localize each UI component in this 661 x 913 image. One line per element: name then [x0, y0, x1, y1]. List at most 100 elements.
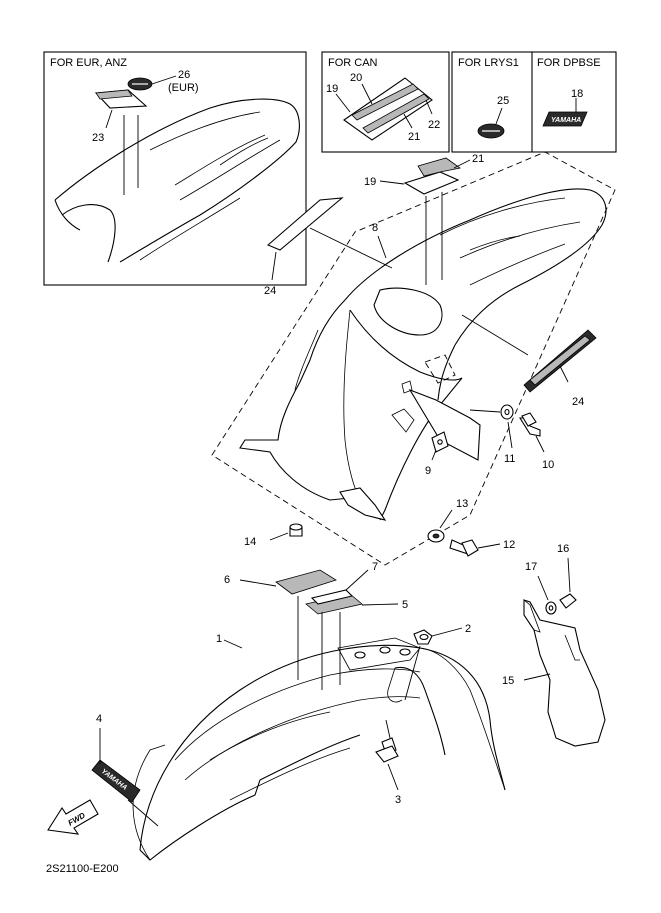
callout-21-can: 21	[408, 131, 420, 143]
can-decal-stripe-1	[351, 83, 419, 121]
callout-5: 5	[402, 599, 408, 611]
callout-18: 18	[571, 88, 583, 100]
front-fender-mount-hole	[387, 667, 403, 703]
front-decal-4-placement	[127, 799, 159, 827]
callout-22: 22	[428, 119, 440, 131]
inset-lrys1-title: FOR LRYS1	[458, 57, 519, 69]
leader-16	[567, 557, 571, 593]
leader-25	[495, 107, 503, 125]
leader-14	[269, 532, 289, 541]
callout-23: 23	[92, 132, 104, 144]
rear-fender-ridge-3	[469, 243, 566, 286]
leader-19	[379, 180, 405, 185]
leader-5	[361, 603, 399, 606]
rear-fender-rear-edge	[437, 344, 456, 401]
washer-17-hole	[548, 605, 554, 611]
inset-dpbse-title: FOR DPBSE	[537, 57, 601, 69]
front-fender-top-outline	[139, 644, 506, 851]
inset-can-title: FOR CAN	[328, 57, 378, 69]
nut-2-axis	[404, 645, 421, 701]
leader-17	[537, 575, 549, 601]
front-fender-ridge-3	[209, 711, 331, 761]
callout-19-can: 19	[326, 83, 338, 95]
front-fender-mount-plate	[337, 637, 421, 671]
rear-fender-ridge-4	[469, 235, 521, 251]
callout-11: 11	[504, 453, 515, 465]
leader-11	[507, 421, 513, 449]
front-fender-ridge-4	[229, 747, 351, 801]
front-decal-4	[91, 759, 141, 803]
inset-eur-anz-frame	[43, 51, 307, 286]
front-fender-left-edge	[139, 734, 361, 861]
inset-can: FOR CAN 20 19 21 22	[321, 51, 450, 153]
front-decal-6	[275, 569, 337, 595]
callout-21: 21	[472, 153, 484, 165]
front-fender-assembly: 1 6 7 5 2 3 YAMAHA 4 FWD	[47, 561, 506, 861]
callout-9: 9	[425, 465, 431, 477]
front-fender-nose	[132, 744, 166, 861]
number-plate-15	[523, 599, 606, 747]
bolt-3-head	[375, 745, 399, 763]
leader-1	[223, 639, 243, 649]
washer-11	[500, 404, 514, 420]
callout-20: 20	[350, 72, 362, 84]
eur-fender-ridge-5	[139, 197, 241, 261]
rear-fender-mount-plate	[408, 388, 481, 461]
eur-fender-outline	[54, 98, 300, 263]
rear-fender-inner-top	[349, 309, 463, 381]
dpbse-decal-18	[542, 111, 588, 127]
front-fender-inner-curve	[394, 666, 446, 756]
front-fender-bolt-hole-2	[379, 646, 391, 654]
leader-24-left	[271, 251, 277, 281]
leader-2	[431, 627, 463, 637]
callout-15: 15	[502, 675, 514, 687]
callout-6: 6	[224, 574, 230, 586]
callout-14: 14	[244, 536, 256, 548]
callout-24-left: 24	[264, 285, 276, 297]
callout-8: 8	[372, 222, 378, 234]
leader-3	[387, 763, 399, 791]
side-decal-24-left	[266, 197, 344, 251]
callout-10: 10	[542, 459, 554, 471]
leader-12	[477, 543, 501, 549]
clip-9	[431, 431, 449, 453]
leader-21	[453, 159, 471, 169]
eur-fender-ridge-4	[219, 137, 269, 166]
rear-fender-side-ridge	[294, 329, 319, 391]
screw-16	[559, 593, 577, 609]
diagram-code: 2S21100-E200	[46, 863, 119, 875]
front-fender-bolt-hole-1	[354, 651, 366, 659]
leader-6	[239, 579, 277, 587]
inset-lrys1-dpbse-frame	[451, 51, 617, 153]
callout-19: 19	[364, 176, 376, 188]
front-decal-7	[310, 589, 354, 605]
eur-fender-ridge-1	[149, 111, 261, 151]
washer-11-axis	[469, 409, 501, 413]
callout-7: 7	[372, 561, 378, 573]
leader-15	[523, 673, 551, 681]
rear-fender-ridge-1	[439, 197, 566, 236]
nut-2	[413, 629, 433, 645]
number-plate-15-fold	[564, 634, 580, 661]
leader-24-right	[559, 365, 569, 383]
leader-23	[105, 109, 113, 129]
rear-fender-lower-tab	[339, 487, 387, 521]
side-decal-24-right-inner	[529, 335, 591, 386]
front-fender-ridge-1	[174, 668, 421, 761]
callout-1: 1	[216, 633, 222, 645]
side-decal-24-right-placement	[461, 314, 529, 356]
rear-fender-slot-1	[391, 408, 415, 433]
rear-fender-recess	[373, 287, 443, 336]
washer-13-hole	[432, 533, 440, 539]
eur-fender-cutout	[61, 204, 116, 263]
washer-17	[545, 601, 557, 615]
rear-fender-slot-2	[401, 380, 413, 394]
rear-fender-left-side	[239, 299, 351, 501]
callout-16: 16	[557, 543, 569, 555]
callout-4: 4	[96, 713, 102, 725]
leader-22	[425, 99, 433, 115]
callout-26: 26	[178, 69, 190, 81]
front-fender-rear-lip	[419, 647, 506, 791]
inset-eur-anz: FOR EUR, ANZ 26 (EUR) 23	[43, 51, 307, 286]
